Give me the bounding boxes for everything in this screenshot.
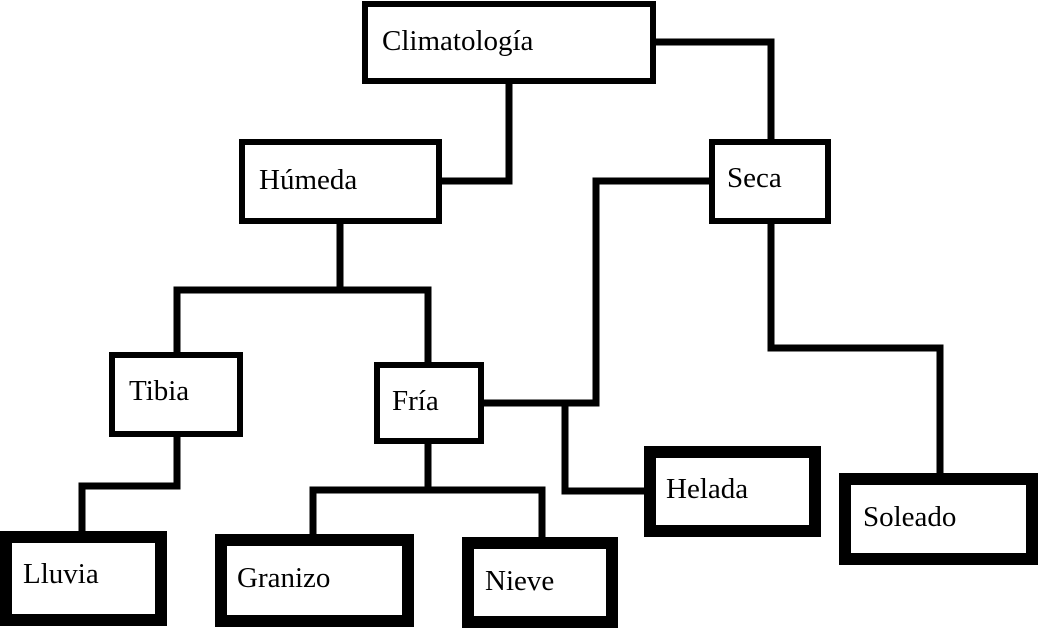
edge-fria-helada [561, 399, 652, 495]
edge-seca-fria [478, 177, 715, 407]
node-box [374, 362, 484, 444]
node-helada: Helada [644, 446, 821, 537]
node-box [362, 1, 656, 84]
node-label: Helada [666, 473, 748, 505]
edge-humeda-tibia [173, 218, 344, 359]
node-box [0, 531, 167, 626]
node-fria: Fría [374, 362, 484, 444]
node-box [709, 139, 831, 224]
node-label: Climatología [382, 25, 534, 57]
node-climatologia: Climatología [362, 1, 656, 84]
node-nieve: Nieve [462, 537, 618, 628]
node-humeda: Húmeda [239, 139, 442, 224]
node-tibia: Tibia [109, 352, 243, 437]
node-box [462, 537, 618, 628]
edge-tibia-lluvia [78, 431, 181, 540]
node-label: Fría [392, 385, 439, 417]
edge-humeda-fria [336, 286, 432, 369]
node-box [644, 446, 821, 537]
edge-fria-nieve [424, 486, 546, 546]
node-label: Lluvia [23, 558, 99, 590]
node-box [839, 473, 1038, 565]
edge-fria-granizo [309, 437, 432, 542]
node-label: Granizo [237, 562, 330, 594]
edge-climatologia-humeda [436, 79, 513, 185]
node-label: Nieve [485, 565, 554, 597]
edge-seca-soleado [767, 218, 944, 481]
node-label: Soleado [863, 501, 956, 533]
edge-climatologia-seca [651, 38, 775, 146]
node-label: Tibia [129, 375, 189, 407]
node-label: Húmeda [259, 164, 357, 196]
node-label: Seca [727, 162, 782, 194]
node-granizo: Granizo [215, 534, 414, 627]
node-soleado: Soleado [839, 473, 1038, 565]
node-box [239, 139, 442, 224]
node-seca: Seca [709, 139, 831, 224]
node-box [109, 352, 243, 437]
node-lluvia: Lluvia [0, 531, 167, 626]
connectors [78, 38, 944, 546]
node-box [215, 534, 414, 627]
